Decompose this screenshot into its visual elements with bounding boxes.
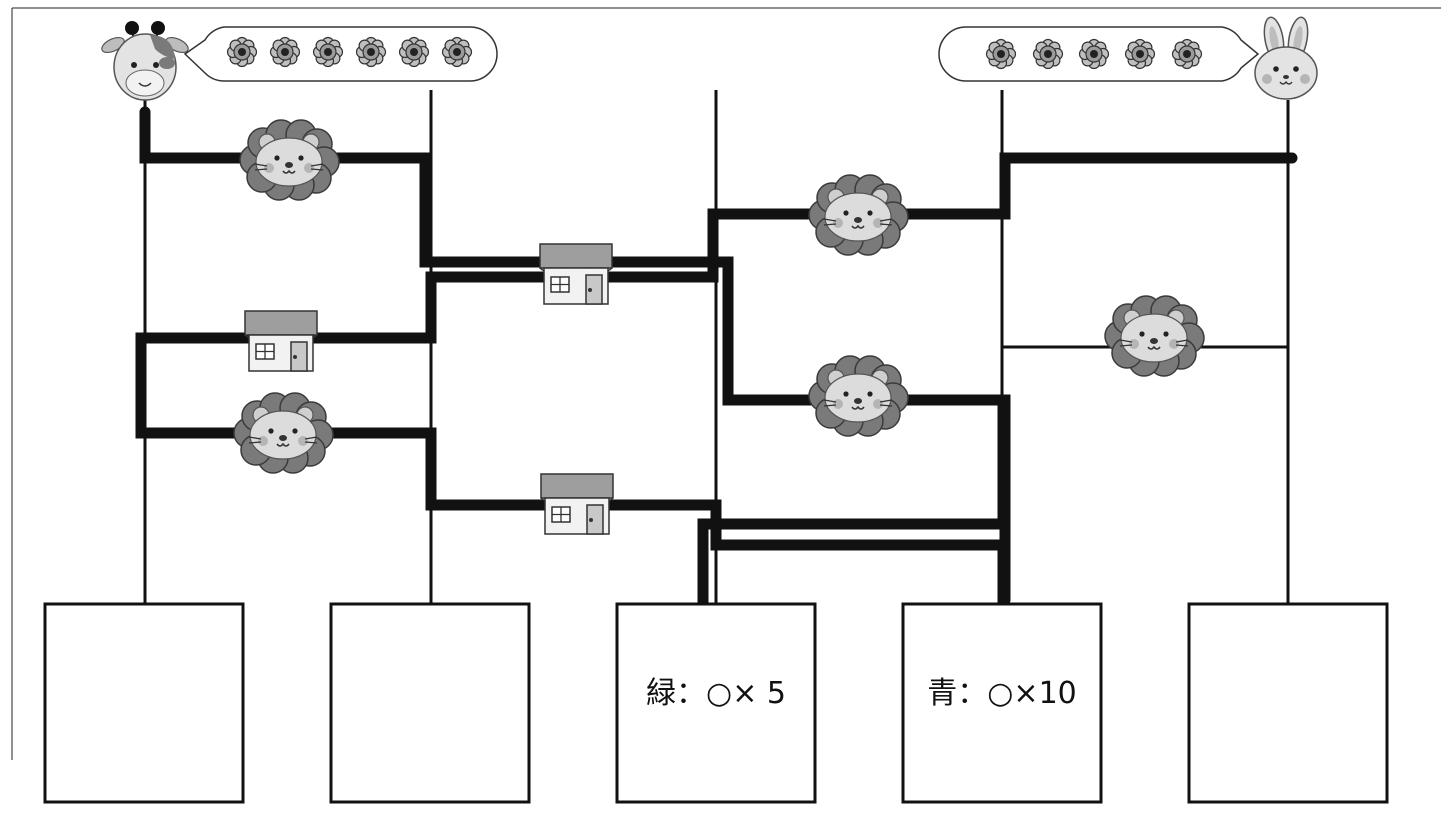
flower-icon <box>355 36 387 68</box>
flower-icon <box>1078 38 1110 70</box>
path-to-green <box>697 398 1009 610</box>
shop-icon <box>244 310 318 372</box>
shop-icon <box>540 473 614 535</box>
flower-icon <box>1124 38 1156 70</box>
result-box-1 <box>43 602 245 804</box>
result-label-4: 青：○×10 <box>927 676 1077 711</box>
result-box-4 <box>901 602 1103 804</box>
speech-bubble-left <box>183 26 498 82</box>
flower-icon <box>398 36 430 68</box>
lion-icon <box>808 355 909 437</box>
speech-bubble-right <box>938 26 1260 82</box>
result-label-3: 緑：○× 5 <box>646 676 786 711</box>
giraffe-face-icon <box>101 21 189 101</box>
result-boxes <box>43 602 1389 804</box>
flower-icon <box>312 36 344 68</box>
lion-icon <box>239 119 340 201</box>
flower-icon <box>441 36 473 68</box>
rabbit-face-icon <box>1254 16 1318 100</box>
flower-icon <box>985 38 1017 70</box>
result-box-2 <box>329 602 531 804</box>
lion-icon <box>808 174 909 256</box>
lion-icon <box>1104 295 1205 377</box>
result-box-3 <box>615 602 817 804</box>
lion-icon <box>233 392 334 474</box>
flower-icon <box>269 36 301 68</box>
flower-icon <box>1171 38 1203 70</box>
flower-icon <box>226 36 258 68</box>
result-box-5 <box>1187 602 1389 804</box>
frame-border <box>11 7 1441 760</box>
shop-icon <box>539 243 613 305</box>
flower-icon <box>1032 38 1064 70</box>
